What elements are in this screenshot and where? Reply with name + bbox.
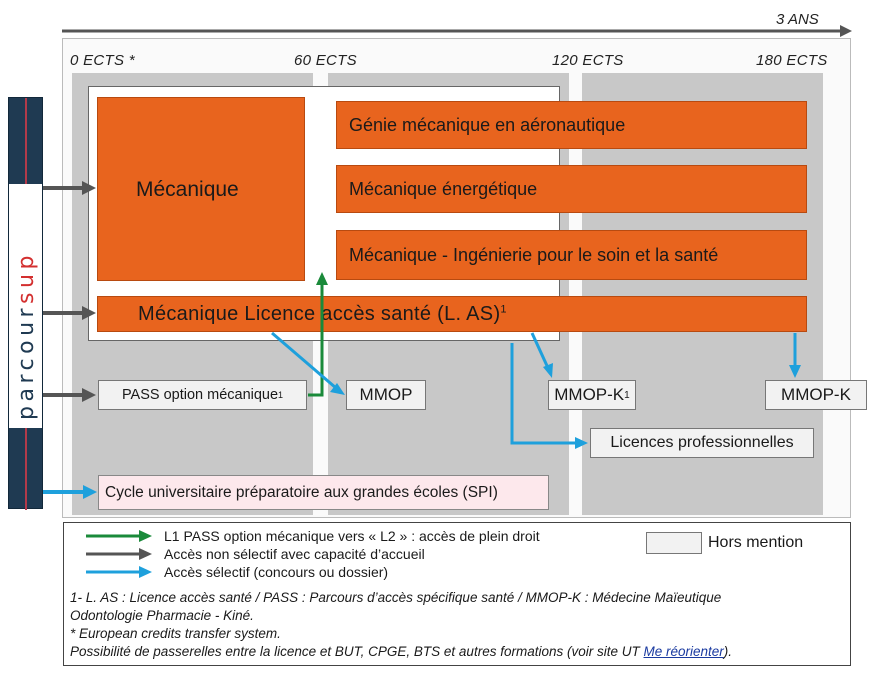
mmopk1-label: MMOP-K	[554, 385, 625, 404]
ects-label-180: 180 ECTS	[756, 52, 828, 69]
program-genie-aero-label: Génie mécanique en aéronautique	[349, 114, 626, 135]
legend-green-arrow-icon	[86, 530, 152, 542]
pass-option-sup: 1	[278, 390, 284, 400]
note-line-1: 1- L. AS : Licence accès santé / PASS : …	[70, 590, 722, 605]
legend-hors-mention-label: Hors mention	[708, 534, 804, 551]
mmopk-label: MMOP-K	[781, 385, 851, 404]
program-licence-sante-sup: 1	[500, 303, 507, 316]
program-licence-sante-text: Mécanique Licence accès santé (L. AS)	[138, 303, 501, 325]
ects-label-120: 120 ECTS	[552, 52, 624, 69]
parcoursup-red-line-top	[25, 98, 27, 184]
timeline-arrow	[62, 25, 852, 37]
parcoursup-banner: parcoursup	[8, 97, 43, 510]
program-meca-ingenierie-label: Mécanique - Ingénierie pour le soin et l…	[349, 244, 719, 265]
licences-pro-label: Licences professionnelles	[610, 434, 794, 451]
svg-text:parcoursup: parcoursup	[14, 251, 39, 420]
legend-gray-arrow-icon	[86, 548, 152, 560]
program-meca-energetique-label: Mécanique énergétique	[349, 178, 538, 199]
parcoursup-logo: parcoursup	[14, 251, 39, 420]
blue-arrow-las-to-mmop	[271, 331, 345, 395]
blue-arrow-to-mmopk1	[530, 332, 553, 378]
parcoursup-logo-panel: parcoursup	[9, 184, 42, 428]
blue-arrow-to-cupge	[43, 485, 97, 499]
blue-arrow-to-mmopk	[789, 333, 801, 378]
ects-label-60: 60 ECTS	[294, 52, 357, 69]
legend-hors-mention-swatch	[646, 532, 702, 554]
gray-arrow-to-mecanique	[43, 181, 96, 195]
legend-blue-arrow-icon	[86, 566, 152, 578]
blue-arrow-to-licences-pro	[510, 343, 588, 449]
mmopk1-sup: 1	[624, 389, 630, 401]
parcoursup-red-line-bottom	[25, 428, 27, 510]
timeline-label: 3 ANS	[776, 11, 819, 28]
program-meca-ingenierie: Mécanique - Ingénierie pour le soin et l…	[336, 230, 807, 280]
program-mecanique-label: Mécanique	[136, 178, 239, 201]
gray-arrow-to-pass	[43, 388, 96, 402]
program-licence-sante: Mécanique Licence accès santé (L. AS)1	[97, 296, 807, 332]
cupge-label: Cycle universitaire préparatoire aux gra…	[105, 483, 498, 501]
note-line-4-text: Possibilité de passerelles entre la lice…	[70, 644, 644, 659]
mmop-box: MMOP	[346, 380, 426, 410]
note-line-2: Odontologie Pharmacie - Kiné.	[70, 608, 254, 623]
program-mecanique: Mécanique	[97, 97, 305, 281]
note-line-4-end: ).	[723, 644, 733, 659]
legend-box	[63, 522, 851, 666]
mmopk-box: MMOP-K	[765, 380, 867, 410]
legend-green-label: L1 PASS option mécanique vers « L2 » : a…	[164, 528, 540, 544]
pass-option-label: PASS option mécanique	[121, 387, 279, 403]
me-reorienter-link[interactable]: Me réorienter	[643, 644, 724, 659]
program-genie-aero: Génie mécanique en aéronautique	[336, 101, 807, 149]
note-line-4: Possibilité de passerelles entre la lice…	[70, 644, 732, 659]
gray-arrow-to-licence-sante	[43, 306, 96, 320]
legend-blue-label: Accès sélectif (concours ou dossier)	[164, 564, 389, 580]
ects-label-0: 0 ECTS *	[70, 52, 135, 69]
program-licence-sante-label: Mécanique Licence accès santé (L. AS)1	[138, 303, 507, 326]
program-meca-energetique: Mécanique énergétique	[336, 165, 807, 213]
cupge-box: Cycle universitaire préparatoire aux gra…	[98, 475, 549, 510]
green-arrow-pass-to-l2	[308, 272, 328, 397]
licences-pro-box: Licences professionnelles	[590, 428, 814, 458]
legend-gray-label: Accès non sélectif avec capacité d’accue…	[164, 546, 425, 562]
note-line-3: * European credits transfer system.	[70, 626, 281, 641]
mmop-label: MMOP	[359, 385, 413, 404]
